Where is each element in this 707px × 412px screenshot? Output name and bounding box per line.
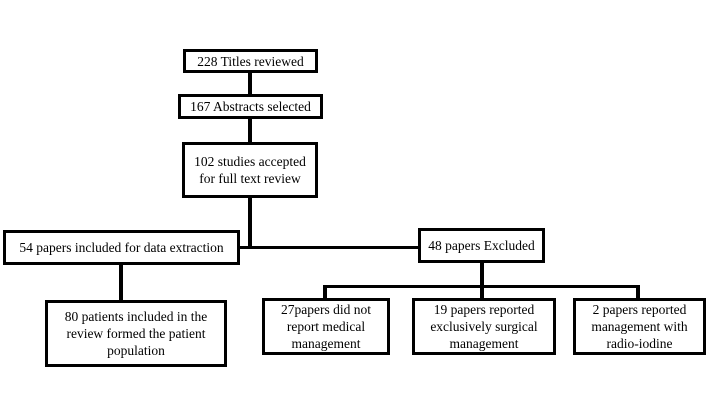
flow-box-abstracts-selected-label: 167 Abstracts selected (190, 99, 311, 114)
flow-box-titles-reviewed: 228 Titles reviewed (183, 49, 318, 73)
flow-box-papers-included: 54 papers included for data extraction (3, 230, 240, 265)
flow-box-no-medical-management: 27papers did not report medical manageme… (262, 298, 390, 355)
flow-box-studies-accepted: 102 studies accepted for full text revie… (182, 142, 318, 198)
connector-abstracts-to-studies (248, 117, 252, 144)
flow-box-studies-accepted-label: 102 studies accepted for full text revie… (194, 154, 306, 186)
flow-box-papers-included-label: 54 papers included for data extraction (19, 240, 224, 255)
connector-excluded-down (480, 261, 484, 288)
flow-box-radio-iodine: 2 papers reported management with radio-… (573, 298, 706, 355)
connector-titles-to-abstracts (248, 71, 252, 97)
flow-box-titles-reviewed-label: 228 Titles reviewed (197, 53, 304, 69)
connector-included-to-patients (119, 263, 123, 302)
flow-box-patients-included-label: 80 patients included in the review forme… (64, 309, 208, 358)
flow-box-radio-iodine-label: 2 papers reported management with radio-… (591, 302, 688, 351)
flow-box-abstracts-selected: 167 Abstracts selected (178, 94, 323, 119)
connector-drop-no-medical (323, 285, 327, 300)
flow-box-surgical-management: 19 papers reported exclusively surgical … (412, 298, 556, 355)
flow-box-surgical-management-label: 19 papers reported exclusively surgical … (430, 302, 538, 351)
flow-box-papers-excluded-label: 48 papers Excluded (428, 238, 535, 253)
flow-box-papers-excluded: 48 papers Excluded (418, 228, 545, 263)
connector-drop-surgical (480, 285, 484, 300)
connector-horizontal-included-excluded (238, 246, 420, 249)
connector-drop-radio-iodine (636, 285, 640, 300)
connector-studies-down (248, 196, 252, 249)
flow-box-no-medical-management-label: 27papers did not report medical manageme… (281, 302, 371, 351)
flow-box-patients-included: 80 patients included in the review forme… (45, 300, 227, 367)
